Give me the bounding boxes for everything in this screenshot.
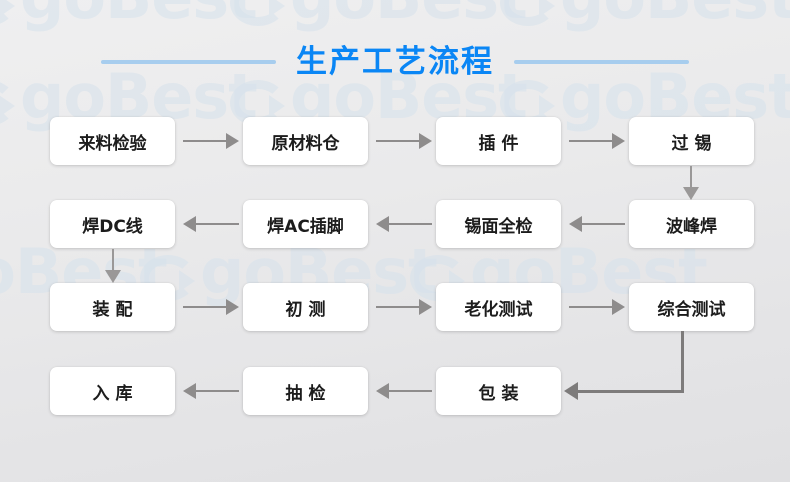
arrow-left-icon xyxy=(376,216,432,232)
connector-arrow-down-tinning-to-wave-soldering xyxy=(683,166,699,200)
flow-node-incoming-inspection[interactable]: 来料检验 xyxy=(50,117,175,165)
arrow-left-icon xyxy=(376,383,432,399)
arrow-right-icon xyxy=(376,133,432,149)
arrow-left-icon xyxy=(569,216,625,232)
flow-node-warehousing[interactable]: 入库 xyxy=(50,367,175,415)
watermark: goBest xyxy=(230,0,528,33)
arrow-right-icon xyxy=(376,299,432,315)
flow-node-first-test[interactable]: 初测 xyxy=(243,283,368,331)
connector-elbow-comprehensive-test-to-packaging xyxy=(560,331,700,400)
arrow-right-icon xyxy=(569,299,625,315)
flow-node-comprehensive-test[interactable]: 综合测试 xyxy=(629,283,754,331)
page-title-row: 生产工艺流程 xyxy=(0,38,790,86)
arrow-right-icon xyxy=(183,133,239,149)
flow-node-sampling-inspection[interactable]: 抽检 xyxy=(243,367,368,415)
arrow-right-icon xyxy=(183,299,239,315)
flow-node-tinning[interactable]: 过锡 xyxy=(629,117,754,165)
flow-node-aging-test[interactable]: 老化测试 xyxy=(436,283,561,331)
watermark: goBest xyxy=(0,0,258,33)
arrow-right-icon xyxy=(569,133,625,149)
title-divider-right xyxy=(514,60,689,64)
connector-arrow-down-solder-dc-wire-to-assembly xyxy=(105,249,121,283)
flow-node-raw-material-warehouse[interactable]: 原材料仓 xyxy=(243,117,368,165)
flow-node-wave-soldering[interactable]: 波峰焊 xyxy=(629,200,754,248)
flow-node-tin-surface-full-inspection[interactable]: 锡面全检 xyxy=(436,200,561,248)
page-title: 生产工艺流程 xyxy=(296,43,494,80)
flow-node-solder-dc-wire[interactable]: 焊DC线 xyxy=(50,200,175,248)
flow-node-plug-in[interactable]: 插件 xyxy=(436,117,561,165)
arrow-left-icon xyxy=(183,216,239,232)
arrow-left-icon xyxy=(183,383,239,399)
flow-node-solder-ac-pin[interactable]: 焊AC插脚 xyxy=(243,200,368,248)
flow-node-assembly[interactable]: 装配 xyxy=(50,283,175,331)
flow-node-packaging[interactable]: 包装 xyxy=(436,367,561,415)
title-divider-left xyxy=(101,60,276,64)
watermark: goBest xyxy=(500,0,790,33)
